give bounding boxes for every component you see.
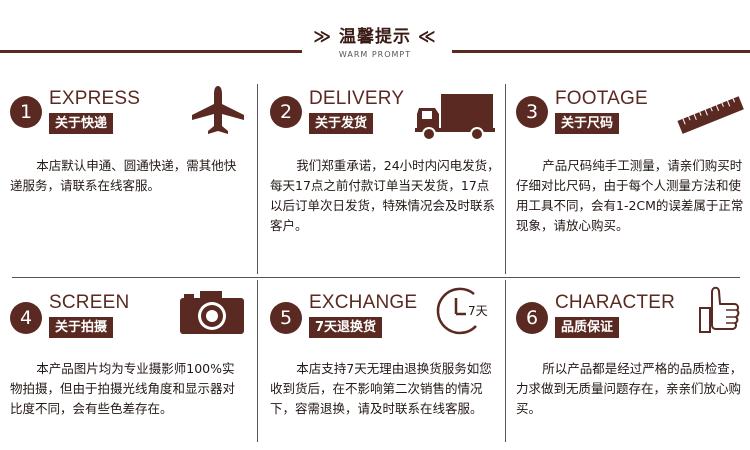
card-title-cn: 关于快递: [49, 113, 114, 134]
ruler-icon: [676, 96, 746, 136]
card-footage: 3 FOOTAGE 关于尺码 产品尺码纯手工测量，请亲: [506, 84, 750, 264]
divider-horizontal: [12, 277, 740, 278]
card-title-cn: 关于拍摄: [49, 317, 114, 338]
card-title-en: FOOTAGE: [555, 88, 648, 109]
card-description: 本产品图片均为专业摄影师100%实物拍摄，但由于拍摄光线角度和显示器对比度不同，…: [10, 361, 236, 416]
card-title-cn: 关于尺码: [555, 113, 620, 134]
card-number: 2: [270, 96, 302, 128]
clock-icon-label: 7天: [468, 304, 488, 318]
clock-icon: 7天: [430, 286, 500, 338]
card-description: 产品尺码纯手工测量，请亲们购买时仔细对比尺码，由于每个人测量方法和使用工具不同，…: [516, 158, 744, 233]
card-exchange: 5 EXCHANGE 7天退换货 7天 本店支持7天无理由退换货服务如您收到货后…: [260, 284, 505, 450]
card-character: 6 CHARACTER 品质保证 所以产品都是经过严格的品质检查，力求做到无质量…: [506, 284, 750, 450]
card-express: 1 EXPRESS 关于快递 本店默认申通、圆通快递，需其他快递服务，请联系在线…: [0, 84, 245, 264]
card-title-cn: 关于发货: [309, 113, 374, 134]
header-rule-right: [452, 50, 750, 53]
header-rule-left: [0, 50, 302, 53]
card-delivery: 2 DELIVERY 关于发货 我们郑重承诺，24小时内闪电发货，每天17点之前…: [260, 84, 505, 264]
card-description: 所以产品都是经过严格的品质检查，力求做到无质量问题存在，亲亲们放心购买。: [516, 361, 743, 416]
divider-vertical: [505, 280, 506, 442]
card-title-en: DELIVERY: [309, 88, 405, 109]
card-title-cn: 7天退换货: [309, 317, 383, 338]
divider-vertical: [257, 84, 258, 274]
card-number: 1: [10, 96, 42, 128]
camera-icon: [178, 288, 246, 336]
card-description: 本店支持7天无理由退换货服务如您收到货后，在不影响第二次销售的情况下，容需退换，…: [270, 361, 492, 416]
card-number: 6: [516, 302, 548, 334]
thumbs-up-icon: [696, 284, 742, 340]
page-title: ≫ 温馨提示 ≪: [313, 27, 437, 47]
airplane-icon: [190, 84, 246, 136]
card-title-en: SCREEN: [49, 292, 130, 313]
card-number: 5: [270, 302, 302, 334]
page-subtitle: WARM PROMPT: [338, 50, 412, 59]
card-title-en: EXPRESS: [49, 88, 141, 109]
card-number: 4: [10, 302, 42, 334]
card-description: 我们郑重承诺，24小时内闪电发货，每天17点之前付款订单当天发货，17点以后订单…: [270, 158, 500, 233]
card-title-en: EXCHANGE: [309, 292, 418, 313]
card-title-en: CHARACTER: [555, 292, 676, 313]
divider-vertical: [257, 280, 258, 442]
divider-vertical: [505, 84, 506, 274]
card-description: 本店默认申通、圆通快递，需其他快递服务，请联系在线客服。: [10, 158, 237, 193]
truck-icon: [415, 92, 495, 142]
header: ≫ 温馨提示 ≪ WARM PROMPT: [0, 0, 750, 70]
card-screen: 4 SCREEN 关于拍摄 本产品图片均为专业摄影师100%实物拍摄，但由于拍摄…: [0, 284, 245, 450]
card-title-cn: 品质保证: [555, 317, 620, 338]
card-number: 3: [516, 96, 548, 128]
